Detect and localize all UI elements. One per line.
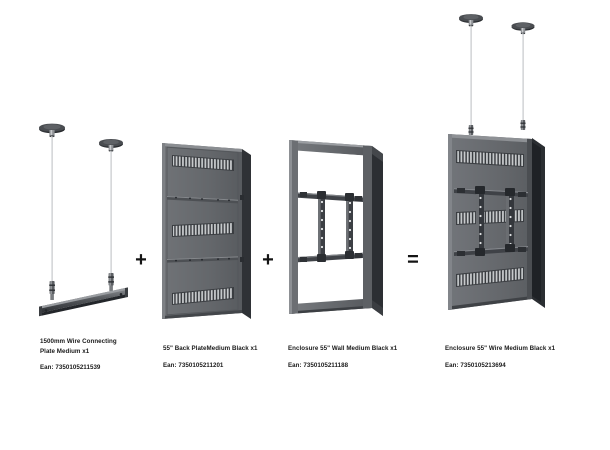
frame-opening	[298, 150, 363, 304]
operator-plus-2: +	[262, 249, 274, 271]
product-figure-enclosure-wall[interactable]	[284, 132, 394, 330]
product-name-4: Enclosure 55" Wire Medium Black x1	[445, 345, 556, 352]
plate-side-edge	[242, 149, 251, 319]
product-figure-enclosure-wire-assembly[interactable]	[428, 8, 580, 330]
product-name-2: 55" Back PlateMedium Black x1	[163, 345, 258, 352]
ceiling-disc-left	[39, 123, 65, 138]
wire-tensioner-right	[108, 273, 114, 292]
product-ean-3: Ean: 7350105211188	[288, 361, 349, 369]
vent-band-bottom	[456, 267, 524, 287]
vent-band-bottom	[172, 287, 234, 305]
mounting-rail-upper	[167, 196, 238, 204]
product-name-3: Enclosure 55" Wall Medium Black x1	[288, 345, 398, 352]
caption-enclosure-wire: Enclosure 55" Wire Medium Black x1 Ean: …	[445, 344, 575, 370]
caption-enclosure-wall: Enclosure 55" Wall Medium Black x1 Ean: …	[288, 344, 418, 370]
caption-back-plate: 55" Back PlateMedium Black x1 Ean: 73501…	[163, 344, 283, 370]
vesa-bracket	[298, 191, 363, 263]
enclosure-body	[448, 134, 545, 310]
wire-tensioner-right	[520, 120, 526, 130]
side-tab-upper	[240, 195, 244, 200]
mounting-rail-lower	[167, 256, 238, 263]
product-ean-2: Ean: 7350105211201	[163, 361, 224, 369]
vent-band-top	[456, 150, 524, 167]
wire-tensioner-left	[49, 281, 55, 300]
frame-depth-right	[372, 146, 383, 316]
vent-band-top	[172, 155, 234, 171]
product-figure-wire-connecting-plate[interactable]	[28, 118, 140, 323]
operator-equals: =	[407, 249, 419, 271]
product-ean-1: Ean: 7350105211539	[40, 364, 101, 372]
connecting-bar	[39, 287, 128, 317]
frame-rail-right	[363, 145, 372, 309]
wire-tensioner-left	[468, 125, 474, 135]
ceiling-disc-left	[459, 14, 483, 27]
side-tab-lower	[240, 257, 244, 262]
ceiling-disc-right	[511, 22, 535, 35]
product-ean-4: Ean: 7350105213694	[445, 361, 506, 369]
caption-wire-connecting-plate: 1500mm Wire Connecting Plate Medium x1 E…	[40, 337, 145, 373]
operator-plus-1: +	[135, 249, 147, 271]
ceiling-disc-right	[99, 139, 123, 152]
frame-rail-top	[289, 140, 372, 156]
vesa-bracket	[454, 186, 528, 256]
product-name-1: 1500mm Wire Connecting Plate Medium x1	[40, 338, 117, 355]
product-figure-back-plate[interactable]	[156, 133, 262, 328]
vent-band-middle	[172, 222, 234, 237]
